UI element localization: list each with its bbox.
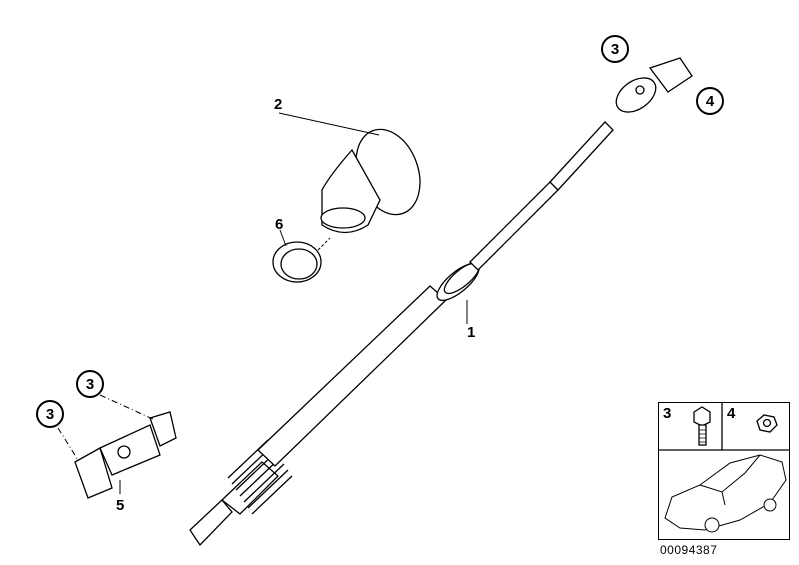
- steering-shaft: [189, 57, 693, 547]
- bolt-icon: [693, 406, 711, 427]
- sealing-ring: [272, 229, 331, 283]
- car-icon: [664, 454, 787, 533]
- callout-4-top: 4: [696, 87, 724, 115]
- nut-icon: [756, 414, 778, 433]
- callout-3-left-lower: 3: [36, 400, 64, 428]
- hardware-legend-box: 3 4: [658, 402, 790, 540]
- shaft-bellows: [227, 439, 293, 515]
- legend-item-4: 4: [727, 405, 736, 422]
- rubber-boot: [278, 112, 421, 234]
- part-label-2: 2: [274, 96, 283, 113]
- legend-item-3: 3: [663, 405, 672, 422]
- diagram-number: 00094387: [660, 543, 718, 557]
- universal-joint: [57, 394, 177, 499]
- part-label-1: 1: [467, 324, 476, 341]
- part-label-5: 5: [116, 497, 125, 514]
- part-label-6: 6: [275, 216, 284, 233]
- callout-3-left-upper: 3: [76, 370, 104, 398]
- legend-drawings: [658, 402, 790, 533]
- callout-3-top: 3: [601, 35, 629, 63]
